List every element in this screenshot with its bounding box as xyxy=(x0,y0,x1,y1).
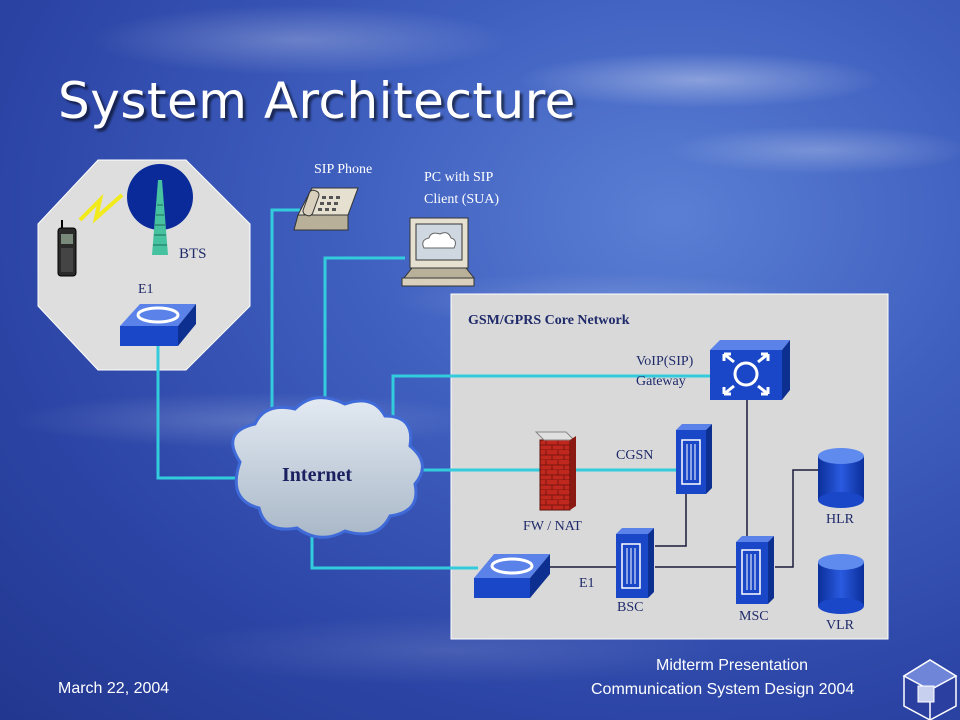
logo-cube-icon xyxy=(902,659,958,720)
mobile-phone-icon xyxy=(57,220,77,277)
internet-cloud-icon xyxy=(231,396,424,539)
pc-icon xyxy=(401,217,476,287)
cgsn-label: CGSN xyxy=(616,448,654,463)
hlr-label: HLR xyxy=(826,512,854,527)
msc-server-icon xyxy=(736,536,774,604)
link-bsc-cgsn xyxy=(655,490,687,547)
bts-label: BTS xyxy=(179,246,207,262)
footer-presentation-line2: Communication System Design 2004 xyxy=(591,681,855,698)
core-network-label: GSM/GPRS Core Network xyxy=(468,313,630,328)
vlr-label: VLR xyxy=(826,618,854,633)
cgsn-server-icon xyxy=(676,424,712,494)
link-pc-internet xyxy=(323,256,405,430)
link-msc-hlr-vlr xyxy=(775,469,820,568)
e1-bottom-label: E1 xyxy=(579,576,595,591)
link-bts-internet xyxy=(156,345,240,480)
hlr-database-icon xyxy=(818,448,864,508)
footer-date: March 22, 2004 xyxy=(58,680,170,697)
radio-signal-icon xyxy=(78,193,124,224)
bts-tower-icon xyxy=(127,164,193,255)
bts-cell-octagon xyxy=(37,159,251,371)
fw-nat-label: FW / NAT xyxy=(523,519,582,534)
pc-label-line1: PC with SIP xyxy=(424,170,494,185)
link-sip-phone-internet xyxy=(270,208,300,440)
sip-phone-icon xyxy=(293,187,359,231)
switch-bottom-icon xyxy=(474,554,550,598)
sip-phone-label: SIP Phone xyxy=(314,162,373,177)
voip-gateway-icon xyxy=(710,340,790,400)
bsc-server-icon xyxy=(616,528,654,598)
internet-label: Internet xyxy=(282,464,352,486)
slide-title: System Architecture xyxy=(58,72,576,130)
e1-top-label: E1 xyxy=(138,282,154,297)
bsc-label: BSC xyxy=(617,600,644,615)
firewall-icon xyxy=(534,431,576,511)
footer-presentation-line1: Midterm Presentation xyxy=(656,657,809,674)
link-e1-internet xyxy=(310,530,478,570)
gateway-label-line2: Gateway xyxy=(636,374,686,389)
switch-top-icon xyxy=(120,304,196,346)
vlr-database-icon xyxy=(818,554,864,614)
gateway-label-line1: VoIP(SIP) xyxy=(636,354,694,369)
core-links xyxy=(540,400,820,568)
msc-label: MSC xyxy=(739,609,769,624)
pc-label-line2: Client (SUA) xyxy=(424,192,500,207)
